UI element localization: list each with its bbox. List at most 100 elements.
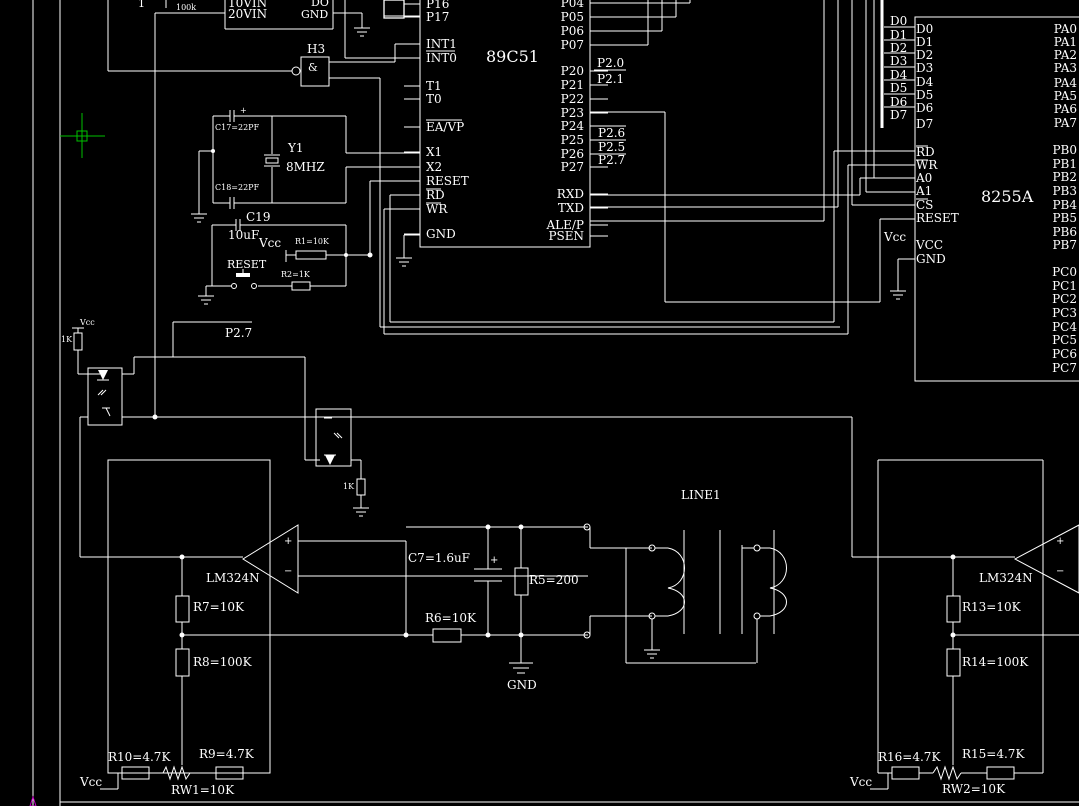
mcu-pin-p20: P20 xyxy=(561,64,584,78)
ppi-bus-label-d3: D3 xyxy=(890,54,907,68)
mcu-pin-p27: P27 xyxy=(561,160,584,174)
ppi-pin-d1: D1 xyxy=(916,35,933,49)
ppi-pin-pc4: PC4 xyxy=(1052,320,1077,334)
ppi-pin-pc3: PC3 xyxy=(1052,306,1077,320)
ppi-pin-d0: D0 xyxy=(916,22,933,36)
reset-button-label: RESET xyxy=(227,258,267,271)
crystal-freq-label: 8MHZ xyxy=(286,160,325,174)
mcu-pin-t1: T1 xyxy=(426,79,442,93)
led-1-icon xyxy=(98,370,108,380)
right-amp-r16: R16=4.7K xyxy=(878,750,941,764)
ppi-pin-pb5: PB5 xyxy=(1052,211,1077,225)
mcu-pin-txd: TXD xyxy=(558,201,584,215)
filter-gnd-label: GND xyxy=(507,678,537,692)
led-2-icon xyxy=(325,455,335,465)
line-transformer: LINE1 xyxy=(625,488,787,664)
filter-r5-label: R5=200 xyxy=(529,573,579,587)
crystal-y1-label: Y1 xyxy=(287,141,304,155)
ppi-pin-pc1: PC1 xyxy=(1052,279,1077,293)
ppi-pin-a0: A0 xyxy=(915,171,932,185)
mcu-pin-rd: RD xyxy=(426,188,445,202)
mcu-name: 89C51 xyxy=(486,47,539,66)
ppi-pin-pa0: PA0 xyxy=(1054,22,1077,36)
ppi-pin-pc5: PC5 xyxy=(1052,333,1077,347)
mcu-pin-psen: PSEN xyxy=(548,229,584,243)
ppi-pin-pa3: PA3 xyxy=(1054,61,1077,75)
ppi-pin-a1: A1 xyxy=(915,184,932,198)
left-amp-rw1: RW1=10K xyxy=(171,783,235,797)
right-amp-name: LM324N xyxy=(979,571,1033,585)
ppi-pin-vcc: VCC xyxy=(915,238,943,252)
ppi-bus-label-d4: D4 xyxy=(890,68,908,82)
crystal-c17-label: C17=22PF xyxy=(215,123,260,132)
power-label-1: 1 xyxy=(138,0,145,10)
p0-bus-wires xyxy=(590,0,915,303)
cad-crosshair-cursor[interactable] xyxy=(60,113,105,158)
ucs-marker-icon xyxy=(29,795,37,806)
net-label-p2-0: P2.0 xyxy=(597,56,624,70)
ppi-8255a: 8255A D0D1D2D3D4D5D6D7RDWRA0A1CSRESETVCC… xyxy=(880,0,1079,382)
mcu-pin-int0: INT0 xyxy=(426,51,457,65)
ppi-pin-d2: D2 xyxy=(916,48,933,62)
left-amp-minus: − xyxy=(284,566,292,577)
right-amp-vcc: Vcc xyxy=(849,775,872,789)
gate-h3-symbol: & xyxy=(308,61,318,74)
ppi-bus-label-d7: D7 xyxy=(890,108,907,122)
ppi-bus-label-d0: D0 xyxy=(890,14,907,28)
ppi-pin-pc7: PC7 xyxy=(1052,361,1077,375)
right-amplifier: LM324N R13=10K R14=100K R16=4.7K R15=4.7… xyxy=(849,459,1079,796)
left-amp-r9: R9=4.7K xyxy=(199,747,255,761)
ppi-name: 8255A xyxy=(981,187,1034,206)
ppi-pin-pa2: PA2 xyxy=(1054,48,1077,62)
ppi-pin-pc0: PC0 xyxy=(1052,265,1077,279)
mcu-89c51: 89C51 P16P17INT1INT0T1T0EA/VPX1X2RESETRD… xyxy=(396,0,626,267)
ppi-pin-pb0: PB0 xyxy=(1052,143,1077,157)
power-label-10vin: 10VIN xyxy=(228,0,267,10)
ppi-pin-pa5: PA5 xyxy=(1054,89,1077,103)
mcu-pin-p05: P05 xyxy=(561,10,584,24)
ppi-pin-reset: RESET xyxy=(916,211,959,225)
ppi-pin-pb6: PB6 xyxy=(1052,225,1077,239)
reset-r2-label: R2=1K xyxy=(281,270,311,279)
ppi-bus-label-d2: D2 xyxy=(890,41,907,55)
ppi-pin-pa4: PA4 xyxy=(1054,76,1078,90)
mcu-pin-p04: P04 xyxy=(561,0,585,10)
mcu-pin-p25: P25 xyxy=(561,133,584,147)
ppi-bus-label-d1: D1 xyxy=(890,28,907,42)
net-label-p2-6: P2.6 xyxy=(598,126,625,140)
mcu-pin-p23: P23 xyxy=(561,106,584,120)
opto-r-top-label: 1K xyxy=(61,335,73,344)
mcu-pin-p16: P16 xyxy=(426,0,449,11)
mcu-pin-p17: P17 xyxy=(426,10,449,24)
left-amp-r10: R10=4.7K xyxy=(108,750,171,764)
left-amplifier: LM324N R7=10K R8=100K R10=4.7K R9=4.7K R… xyxy=(79,459,588,797)
rd-wr-wires xyxy=(383,0,915,335)
ppi-pin-rd: RD xyxy=(916,145,935,159)
crystal-oscillator: C17=22PF C18=22PF Y1 8MHZ + xyxy=(191,106,420,223)
right-amp-rw2: RW2=10K xyxy=(942,782,1006,796)
opto-vcc-label: Vcc xyxy=(79,318,95,327)
ppi-pin-cs: CS xyxy=(916,198,933,212)
ppi-pin-pb3: PB3 xyxy=(1052,184,1077,198)
ppi-bus-label-d5: D5 xyxy=(890,81,907,95)
left-amp-r8: R8=100K xyxy=(193,655,253,669)
left-amp-plus: + xyxy=(284,536,292,547)
power-label-do: DO xyxy=(311,0,329,9)
ppi-pin-pa6: PA6 xyxy=(1054,102,1077,116)
mcu-pin-int1: INT1 xyxy=(426,37,457,51)
ppi-pin-pb7: PB7 xyxy=(1052,238,1077,252)
ppi-right-pins: PA0PA1PA2PA3PA4PA5PA6PA7PB0PB1PB2PB3PB4P… xyxy=(1052,22,1077,375)
filter-c7-label: C7=1.6uF xyxy=(408,551,470,565)
mcu-pin-x1: X1 xyxy=(426,145,442,159)
reset-vcc-label: Vcc xyxy=(258,236,281,250)
ppi-pin-pa7: PA7 xyxy=(1054,116,1077,130)
filter-plus-label: + xyxy=(490,555,498,566)
ppi-pin-gnd: GND xyxy=(916,252,946,266)
right-amp-minus: − xyxy=(1056,566,1064,577)
line-label: LINE1 xyxy=(681,488,721,502)
power-regulator-block: 10VIN 20VIN DO GND 100k 1 xyxy=(107,0,420,417)
net-label-p2-1: P2.1 xyxy=(597,72,624,86)
